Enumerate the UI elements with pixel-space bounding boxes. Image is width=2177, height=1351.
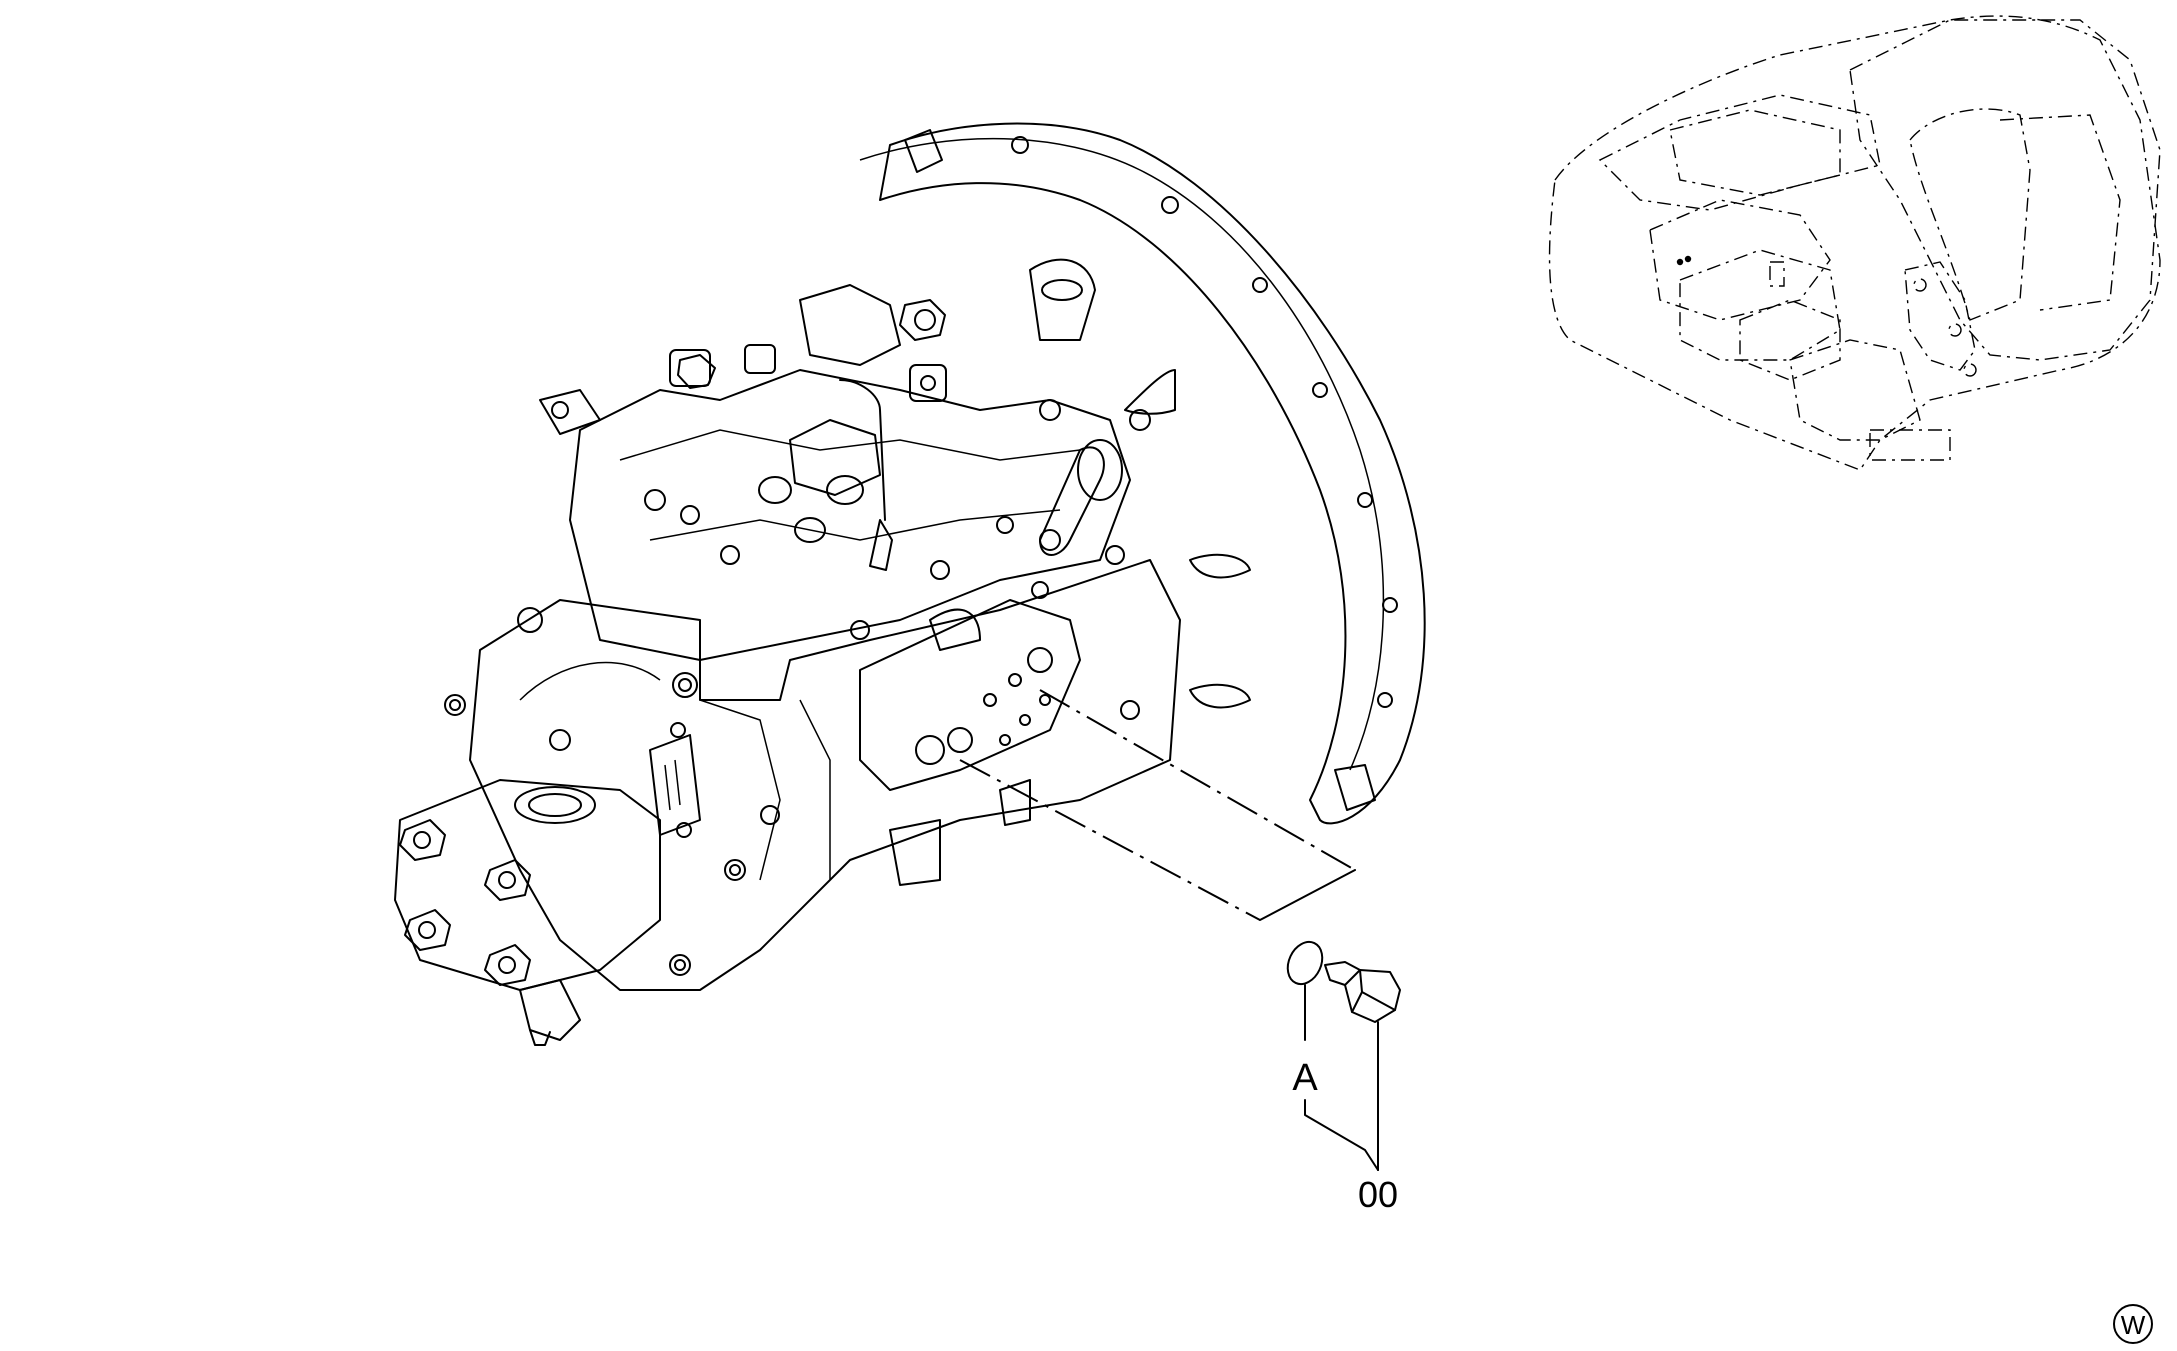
badge-text: W [2121,1310,2146,1340]
oring-callout-label: A [1292,1057,1318,1099]
location-marker-dot [1676,258,1684,266]
callout-lines [1304,1099,1379,1171]
port-plate [859,599,1081,886]
excavator-location-thumbnail [1548,15,2161,471]
group-callout-label: 00 [1358,1174,1398,1215]
plug-bolt-part [1324,961,1401,1171]
pump-body [444,559,1181,991]
w-badge: W [2113,1304,2153,1344]
name-plate [649,722,701,838]
o-ring-part [1286,940,1324,1041]
gear-pump [394,779,661,1046]
regulator-block [539,284,1151,661]
location-marker-dot [1684,255,1692,263]
flywheel-housing-flange [859,122,1426,825]
exploded-view-leaders [959,689,1356,921]
hydraulic-pump-assembly [394,122,1426,1046]
